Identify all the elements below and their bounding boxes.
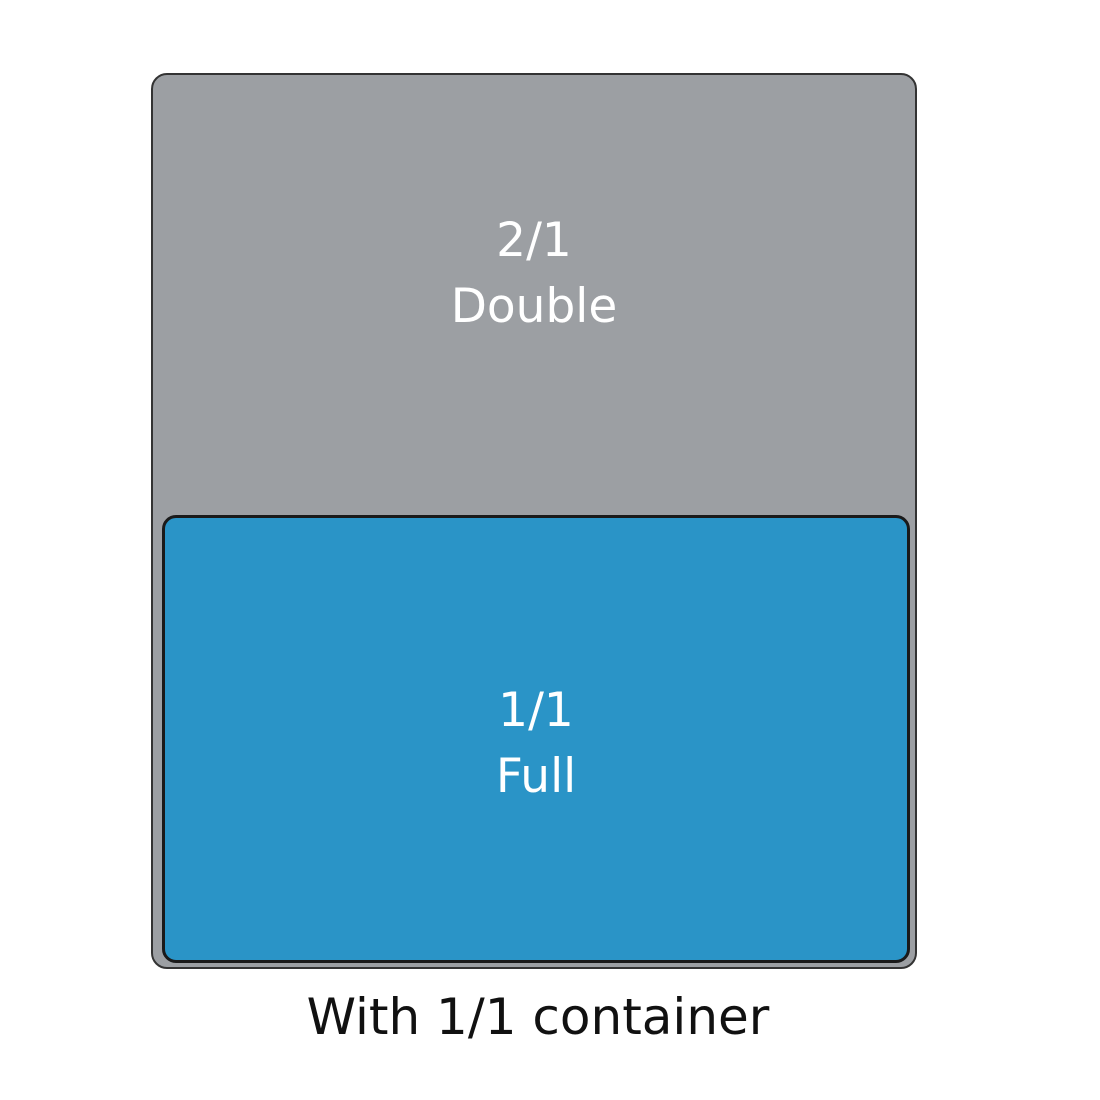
double-pan-fraction: 2/1: [496, 213, 572, 268]
diagram-caption: With 1/1 container: [306, 988, 770, 1046]
full-container-fraction: 1/1: [498, 683, 574, 738]
full-container-label: 1/1 Full: [165, 678, 907, 810]
full-container: 1/1 Full: [162, 515, 910, 963]
double-pan-label: 2/1 Double: [153, 208, 915, 340]
full-container-name: Full: [495, 749, 577, 804]
double-pan-name: Double: [450, 279, 618, 334]
